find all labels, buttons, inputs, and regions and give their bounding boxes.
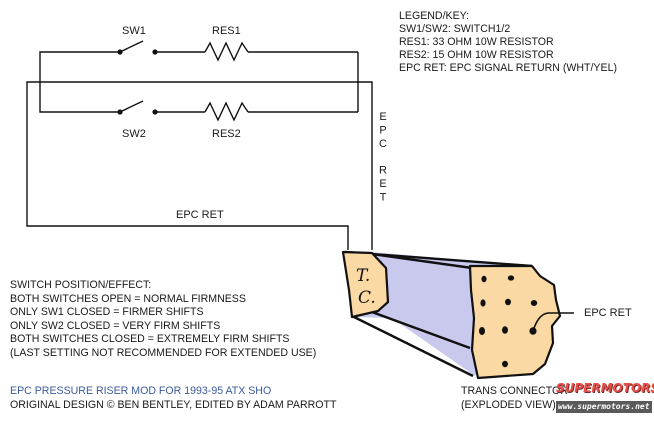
switch-effect-item: BOTH SWITCHES OPEN = NORMAL FIRMNESS [10, 292, 246, 305]
diagram-credit: ORIGINAL DESIGN © BEN BENTLEY, EDITED BY… [10, 399, 337, 411]
trans-connector: T. C. [341, 250, 574, 380]
watermark-brand: SUPERMOTORS [556, 381, 654, 395]
sw2-lever [119, 100, 144, 113]
epc-ret-vertical-char: T [380, 192, 387, 204]
pin [481, 275, 487, 283]
legend-item: RES2: 15 OHM 10W RESISTOR [399, 49, 554, 61]
pin [502, 360, 508, 368]
sw1-lever [119, 40, 144, 53]
pin [502, 326, 508, 334]
connector-mid-edge [371, 310, 471, 350]
footer: EPC PRESSURE RISER MOD FOR 1993-95 ATX S… [10, 384, 336, 412]
pin [480, 299, 486, 307]
res1-zigzag [204, 41, 249, 62]
legend-key: LEGEND/KEY: SW1/SW2: SWITCH1/2 RES1: 33 … [399, 10, 617, 75]
sw2-label: SW2 [122, 128, 146, 140]
epc-ret-vertical-char: P [379, 125, 386, 137]
connector-top-edge-2 [371, 252, 473, 270]
switch-effect-item: ONLY SW1 CLOSED = FIRMER SHIFTS [10, 306, 204, 319]
epc-ret-outer-wire [26, 81, 373, 250]
connector-label-line-2: (EXPLODED VIEW) [461, 399, 556, 411]
res2-zigzag [204, 101, 249, 122]
legend-heading: LEGEND/KEY: [399, 10, 470, 22]
connector-front-face [468, 264, 562, 380]
watermark-url: www.supermotors.net [556, 401, 652, 413]
epc-ret-vertical-char: E [379, 111, 386, 123]
res1-label: RES1 [212, 25, 241, 37]
connector-label: TRANS CONNECTOR (EXPLODED VIEW) [461, 384, 568, 412]
switch-effect-item: BOTH SWITCHES CLOSED = EXTREMELY FIRM SH… [10, 333, 290, 346]
connector-label-line-1: TRANS CONNECTOR [461, 385, 568, 397]
diagram-title: EPC PRESSURE RISER MOD FOR 1993-95 ATX S… [10, 385, 272, 397]
legend-item: SW1/SW2: SWITCH1/2 [399, 23, 511, 35]
switch-effects-heading: SWITCH POSITION/EFFECT: [10, 279, 152, 291]
pin [507, 275, 515, 281]
pin [530, 300, 538, 306]
epc-ret-vertical-char: C [379, 138, 387, 150]
legend-item: RES1: 33 OHM 10W RESISTOR [399, 36, 554, 48]
legend-item: EPC RET: EPC SIGNAL RETURN (WHT/YEL) [399, 62, 617, 74]
epc-ret-pin-label: EPC RET [584, 307, 632, 319]
switch-effect-item: ONLY SW2 CLOSED = VERY FIRM SHIFTS [10, 319, 221, 332]
epc-ret-vertical-char: R [379, 165, 387, 177]
switch-effect-item: (LAST SETTING NOT RECOMMENDED FOR EXTEND… [10, 346, 317, 359]
switch-effects: SWITCH POSITION/EFFECT: BOTH SWITCHES OP… [10, 279, 316, 361]
connector-face-text-2: C. [358, 288, 376, 308]
res2-label: RES2 [212, 128, 241, 140]
sw1-label: SW1 [122, 25, 146, 37]
parallel-branches [39, 40, 359, 122]
connector-face-text-1: T. [356, 266, 370, 286]
connector-bottom-edge [351, 314, 474, 378]
watermark: SUPERMOTORS www.supermotors.net [556, 380, 654, 414]
pin [479, 327, 485, 335]
pin [505, 298, 511, 306]
connector-back-face [341, 250, 390, 319]
epc-ret-pin-lead [532, 312, 574, 332]
epc-ret-bottom-label: EPC RET [176, 209, 224, 221]
epc-ret-vertical-char: E [379, 178, 386, 190]
